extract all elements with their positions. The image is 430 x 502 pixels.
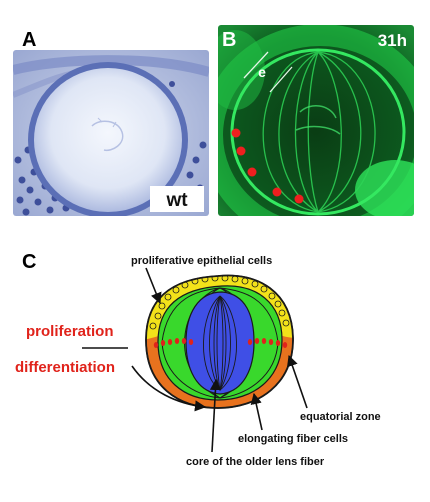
label-core: core of the older lens fiber bbox=[186, 456, 325, 468]
panel-b-marker-label: e bbox=[258, 64, 266, 80]
panel-b-marker-line-2 bbox=[269, 66, 293, 93]
panel-b-marker-line-1 bbox=[243, 51, 269, 79]
label-differentiation: differentiation bbox=[15, 359, 115, 376]
equatorial-nuclei bbox=[153, 338, 288, 348]
panel-b: B 31h e bbox=[218, 25, 414, 216]
panel-b-fluorescence bbox=[218, 25, 414, 216]
panel-a: A wt bbox=[13, 29, 209, 216]
panel-b-time: 31h bbox=[378, 31, 407, 50]
label-equatorial: equatorial zone bbox=[300, 411, 381, 423]
arrow-differentiation bbox=[131, 365, 207, 412]
epithelial-cells bbox=[149, 275, 290, 330]
arrow-core bbox=[209, 378, 222, 453]
panel-b-letter: B bbox=[222, 29, 236, 51]
label-proliferative: proliferative epithelial cells bbox=[131, 255, 272, 267]
panel-a-tag: wt bbox=[165, 190, 188, 211]
arrow-equatorial bbox=[287, 354, 308, 409]
panel-a-micrograph bbox=[13, 50, 209, 216]
lens-core bbox=[185, 291, 255, 395]
label-proliferation: proliferation bbox=[26, 323, 114, 340]
panel-a-tag-box bbox=[150, 186, 204, 212]
panel-b-fibers bbox=[262, 51, 376, 213]
panel-b-red-dots bbox=[231, 128, 304, 204]
arrow-elongating bbox=[250, 392, 263, 431]
label-elongating: elongating fiber cells bbox=[238, 433, 348, 445]
panel-c: C bbox=[15, 251, 381, 468]
panel-a-letter: A bbox=[22, 29, 36, 51]
panel-c-letter: C bbox=[22, 251, 36, 273]
lens-schematic bbox=[145, 274, 294, 409]
arrow-proliferative bbox=[145, 267, 162, 305]
